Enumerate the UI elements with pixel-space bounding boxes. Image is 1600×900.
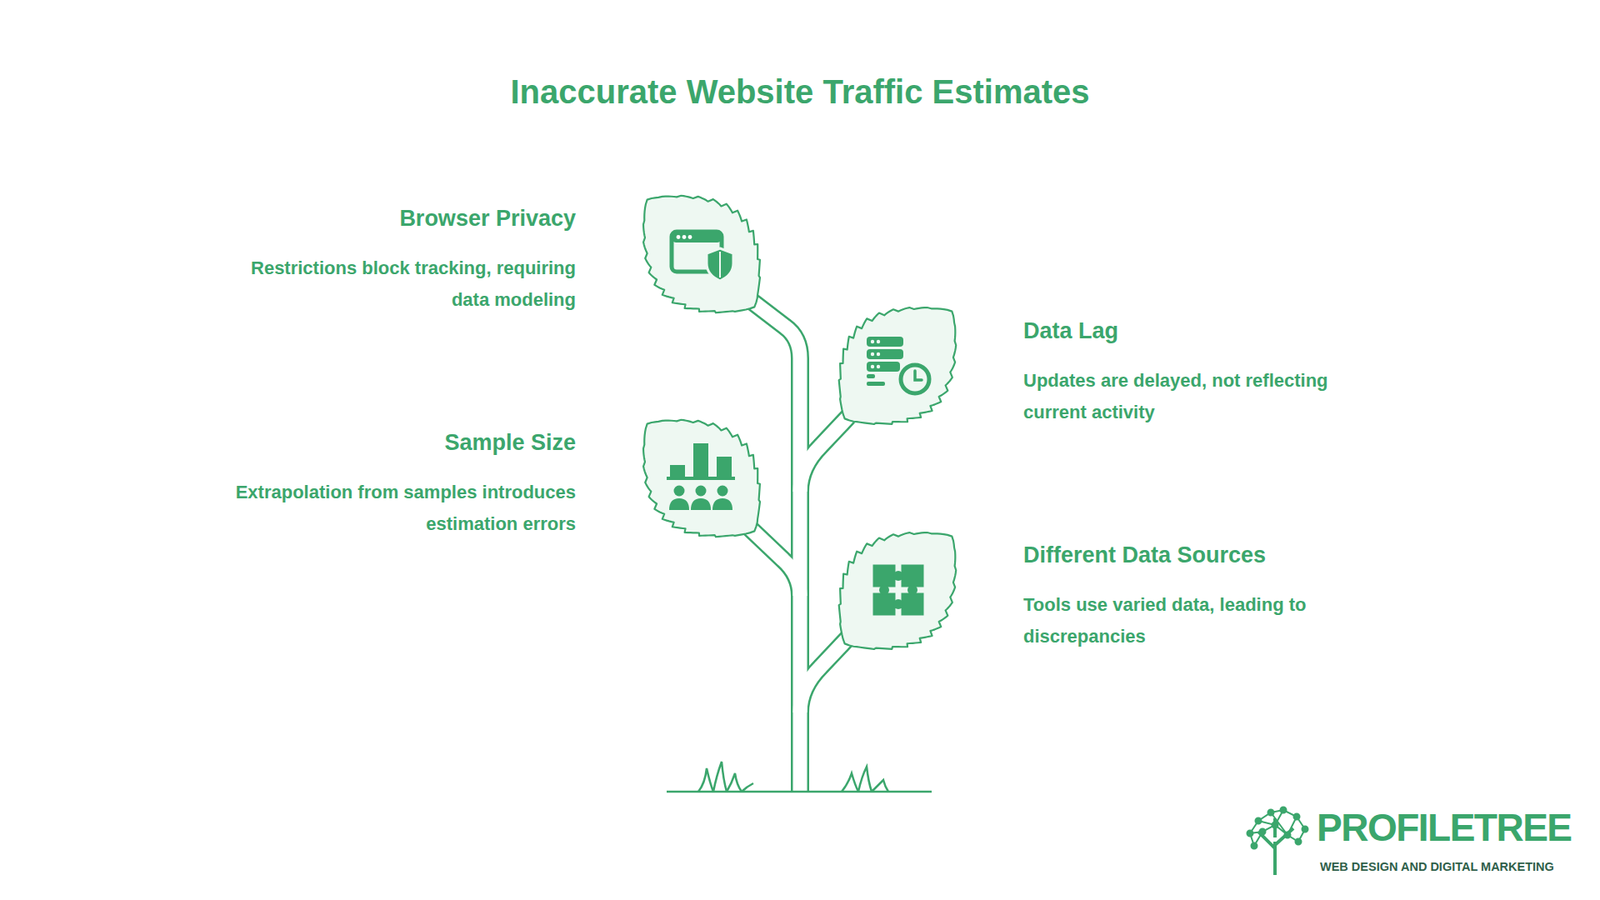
node-description: Tools use varied data, leading to discre… (1023, 589, 1415, 653)
browser-dot (676, 235, 681, 240)
person-head (695, 485, 707, 497)
logo-tagline: WEB DESIGN AND DIGITAL MARKETING (1320, 859, 1555, 875)
puzzle-knob (893, 599, 904, 610)
node-heading: Different Data Sources (1023, 541, 1415, 569)
leaf-node: Data LagUpdates are delayed, not reflect… (800, 270, 1417, 459)
node-heading: Browser Privacy (242, 205, 576, 232)
server-light (870, 365, 875, 369)
server-light (876, 365, 880, 369)
puzzle-icon (871, 563, 925, 617)
logo-dot (1268, 810, 1275, 816)
server-light (876, 352, 880, 356)
logo-dot (1294, 814, 1300, 820)
logo-dot (1272, 822, 1279, 829)
logo-dot (1285, 832, 1291, 839)
server-light (870, 352, 875, 356)
puzzle-knob (907, 585, 918, 595)
leaf-node: Different Data SourcesTools use varied d… (800, 495, 1417, 688)
chart-bar (670, 465, 685, 479)
branch (750, 528, 800, 596)
person-body (690, 498, 711, 510)
server-light (876, 340, 880, 344)
person-head (717, 485, 729, 497)
server-light (870, 340, 875, 344)
leaf-outline (609, 161, 793, 345)
ground-line (666, 790, 932, 794)
puzzle-knob (893, 570, 904, 581)
logo-dot (1255, 818, 1262, 825)
node-description: Extrapolation from samples introduces es… (225, 476, 576, 540)
logo-tree (1247, 807, 1309, 876)
node-description: Restrictions block tracking, requiring d… (242, 252, 576, 316)
chart-bar (693, 443, 709, 479)
clock-face (900, 365, 930, 394)
leaf-outline (806, 498, 990, 682)
logo-dot (1302, 826, 1309, 833)
node-heading: Sample Size (225, 429, 576, 456)
puzzle-piece (871, 591, 897, 617)
server-unit (866, 381, 885, 386)
branch (800, 637, 849, 713)
branch (800, 416, 849, 492)
puzzle-piece (900, 563, 925, 589)
leaf-outline (806, 273, 990, 457)
person-head (674, 485, 685, 497)
server-unit (866, 361, 900, 372)
logo-network (1250, 810, 1305, 846)
node-description: Updates are delayed, not reflecting curr… (1023, 365, 1357, 429)
leaf-node: Browser PrivacyRestrictions block tracki… (242, 158, 785, 350)
shield (706, 248, 734, 281)
server-unit (866, 336, 904, 347)
leaf-shape (805, 271, 992, 459)
leaf-outline (609, 385, 793, 570)
branch (750, 528, 800, 596)
stem-inner (745, 296, 849, 794)
logo-dot (1295, 839, 1302, 845)
browser-dot (688, 235, 693, 240)
node-text-column: Data LagUpdates are delayed, not reflect… (1023, 317, 1357, 429)
server-unit (866, 374, 875, 379)
logo-wordmark: PROFILETREE (1316, 805, 1572, 850)
server-clock-icon (866, 336, 930, 394)
grass-tuft (841, 766, 889, 792)
browser-dot (682, 235, 687, 240)
leaf-shape (607, 160, 795, 347)
branch (800, 637, 849, 713)
puzzle-knob (879, 585, 890, 595)
node-text-column: Different Data SourcesTools use varied d… (1023, 541, 1415, 653)
logo-dot (1260, 829, 1266, 835)
chart-people-icon (666, 443, 735, 510)
node-text-column: Sample SizeExtrapolation from samples in… (225, 429, 576, 540)
puzzle-piece (900, 591, 925, 617)
main-stem (745, 296, 800, 792)
chart-baseline (666, 476, 735, 480)
logo-dot (1251, 843, 1258, 850)
server-unit (866, 349, 904, 360)
grass-tuft (698, 761, 754, 792)
leaf-shape (805, 496, 992, 684)
logo-dot (1280, 807, 1287, 814)
browser-window (671, 231, 722, 272)
puzzle-piece (871, 563, 897, 589)
logo-trunk (1258, 818, 1294, 875)
logo-dot (1247, 830, 1254, 837)
leaf-shape (607, 384, 795, 571)
node-text-column: Browser PrivacyRestrictions block tracki… (242, 205, 576, 316)
leaf-node: Sample SizeExtrapolation from samples in… (225, 383, 785, 575)
browser-bar (671, 231, 722, 243)
diagram-title: Inaccurate Website Traffic Estimates (0, 73, 1600, 110)
browser-shield-icon (671, 231, 734, 281)
chart-bar (716, 456, 732, 479)
person-body (712, 498, 733, 510)
node-heading: Data Lag (1023, 317, 1357, 345)
person-body (669, 498, 690, 510)
branch (800, 416, 849, 492)
shield-split (719, 251, 721, 278)
clock-hands (915, 370, 922, 380)
main-stem (745, 296, 800, 794)
